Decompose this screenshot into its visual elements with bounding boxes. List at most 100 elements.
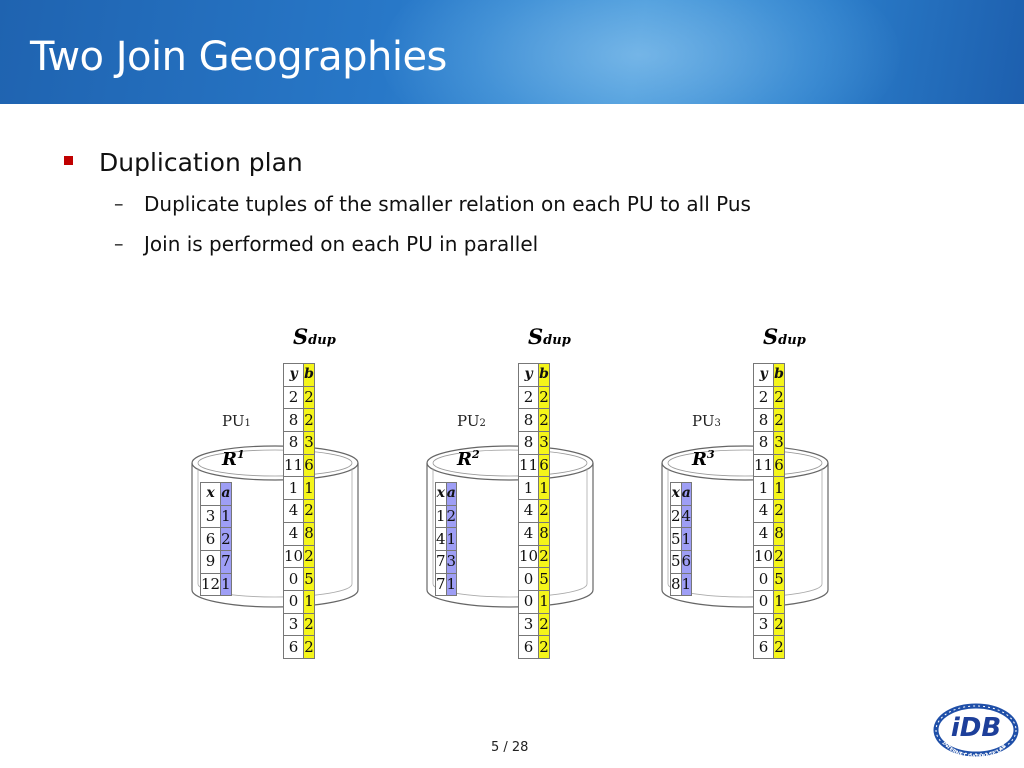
- table-cell: 3: [752, 612, 775, 637]
- pu-label-main: PU: [692, 412, 715, 430]
- table-cell: 4: [517, 521, 540, 546]
- relation-r-label: R2: [457, 448, 480, 470]
- table-cell: 4: [282, 499, 305, 523]
- table-cell: 1: [282, 476, 305, 501]
- table-cell: 2: [670, 504, 682, 529]
- column-header-y: y: [752, 363, 775, 387]
- sdup-label: Sdup: [763, 324, 806, 349]
- table-cell: 1: [538, 476, 550, 501]
- table-cell: 2: [538, 385, 550, 410]
- title-bar-highlight: [380, 0, 900, 104]
- table-cell: 4: [752, 521, 775, 546]
- table-cell: 8: [303, 521, 315, 546]
- logo-lettering: iDB: [951, 713, 1001, 743]
- table-cell: 3: [199, 504, 222, 529]
- table-cell: 0: [517, 589, 540, 614]
- dash-icon: –: [114, 233, 124, 255]
- table-cell: 11: [517, 453, 540, 478]
- sdup-label-sub: dup: [543, 333, 571, 348]
- table-cell: 8: [282, 431, 305, 455]
- column-header-x: x: [670, 482, 682, 506]
- table-cell: 11: [282, 453, 305, 478]
- bullet-square-icon: [64, 156, 73, 165]
- table-cell: 0: [752, 567, 775, 591]
- table-cell: 8: [282, 408, 305, 433]
- table-cell: 7: [435, 572, 447, 597]
- sdup-label-main: S: [763, 324, 779, 349]
- table-cell: 1: [445, 527, 458, 552]
- table-cell: 1: [773, 589, 785, 614]
- table-cell: 2: [303, 544, 315, 569]
- subbullet-2: – Join is performed on each PU in parall…: [114, 232, 538, 256]
- pu-label-main: PU: [457, 412, 480, 430]
- table-cell: 3: [773, 431, 785, 455]
- bullet-text: Duplication plan: [99, 148, 303, 177]
- column-header-x: x: [435, 482, 447, 506]
- pu-label: PU1: [222, 412, 251, 430]
- table-cell: 8: [752, 408, 775, 433]
- table-cell: 2: [303, 635, 315, 659]
- table-cell: 1: [220, 504, 232, 529]
- table-cell: 6: [282, 635, 305, 659]
- table-cell: 0: [752, 589, 775, 614]
- column-header-a: a: [680, 482, 693, 506]
- table-cell: 4: [752, 499, 775, 523]
- title-bar: Two Join Geographies: [0, 0, 1024, 104]
- table-cell: 5: [773, 567, 785, 591]
- table-cell: 4: [282, 521, 305, 546]
- table-cell: 10: [517, 544, 540, 569]
- table-cell: 11: [752, 453, 775, 478]
- table-cell: 2: [538, 408, 550, 433]
- column-header-b: b: [303, 363, 315, 387]
- column-header-a: a: [445, 482, 458, 506]
- page-number: 5 / 28: [491, 740, 529, 755]
- table-cell: 9: [199, 550, 222, 574]
- table-cell: 7: [220, 550, 232, 574]
- table-cell: 1: [773, 476, 785, 501]
- table-cell: 0: [517, 567, 540, 591]
- table-cell: 3: [538, 431, 550, 455]
- logo-ring-lettering: INTERNET DATABASE LAB: [941, 740, 1007, 760]
- table-cell: 1: [517, 476, 540, 501]
- table-cell: 2: [773, 635, 785, 659]
- table-cell: 1: [752, 476, 775, 501]
- relation-r-label: R3: [692, 448, 715, 470]
- table-cell: 1: [445, 572, 458, 597]
- table-cell: 2: [303, 612, 315, 637]
- relation-r-sup: 2: [471, 448, 480, 461]
- dash-icon: –: [114, 193, 124, 215]
- table-cell: 2: [773, 408, 785, 433]
- table-cell: 3: [303, 431, 315, 455]
